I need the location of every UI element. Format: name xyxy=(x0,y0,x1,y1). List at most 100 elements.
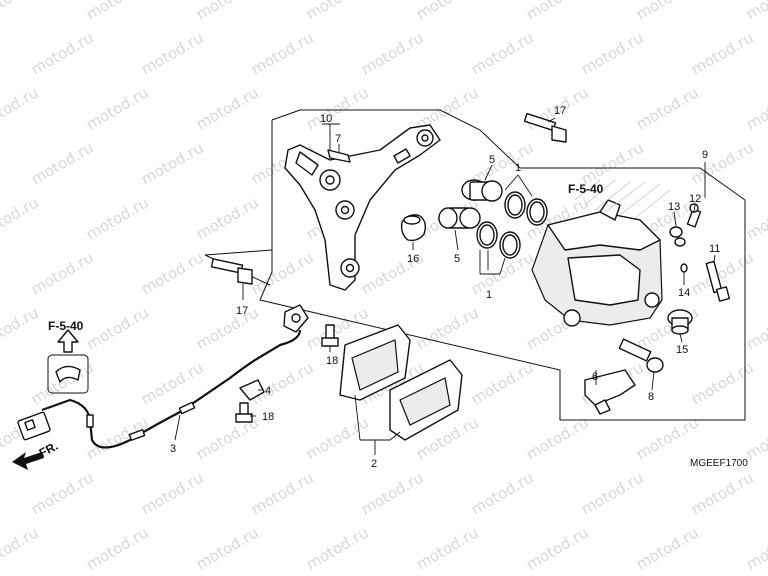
watermark-text: motod.ru xyxy=(468,248,537,298)
watermark-text: motod.ru xyxy=(28,28,97,78)
watermark-text: motod.ru xyxy=(413,523,482,573)
callout-6: 6 xyxy=(592,371,598,383)
caliper-bracket xyxy=(284,124,441,291)
caliper-body xyxy=(531,199,663,327)
watermark-text: motod.ru xyxy=(688,138,757,188)
watermark-text: motod.ru xyxy=(83,523,152,573)
bolt-18-upper xyxy=(321,324,339,347)
watermark-text: motod.ru xyxy=(138,28,207,78)
watermark-text: motod.ru xyxy=(578,468,647,518)
callout-8: 8 xyxy=(648,391,654,403)
callout-9: 9 xyxy=(702,149,708,161)
watermark-text: motod.ru xyxy=(633,523,702,573)
watermark-text: motod.ru xyxy=(413,303,482,353)
callout-5-upper: 5 xyxy=(489,154,495,166)
watermark-text: motod.ru xyxy=(83,303,152,353)
callout-3: 3 xyxy=(170,443,176,455)
watermark-text: motod.ru xyxy=(358,468,427,518)
callout-11: 11 xyxy=(709,243,720,255)
watermark-text: motod.ru xyxy=(138,468,207,518)
piston-seals xyxy=(476,191,548,259)
watermark-text: motod.ru xyxy=(633,413,702,463)
watermark-text: motod.ru xyxy=(468,358,537,408)
watermark-text: motod.ru xyxy=(0,0,42,23)
watermark-text: motod.ru xyxy=(193,0,262,23)
inset-clip xyxy=(47,354,89,394)
watermark-text: motod.ru xyxy=(358,28,427,78)
callout-1-upper: 1 xyxy=(515,162,521,174)
watermark-text: motod.ru xyxy=(633,0,702,23)
watermark-text: motod.ru xyxy=(193,303,262,353)
callout-2: 2 xyxy=(371,458,377,470)
callout-13: 13 xyxy=(668,201,680,213)
watermark-text: motod.ru xyxy=(743,83,768,133)
cable-clamp xyxy=(239,379,265,401)
watermark-text: motod.ru xyxy=(193,83,262,133)
watermark-text: motod.ru xyxy=(688,358,757,408)
wheel-speed-sensor xyxy=(283,304,309,333)
bracket-clip xyxy=(327,149,351,163)
pad-pin-bolt xyxy=(705,260,731,302)
watermark-text: motod.ru xyxy=(413,0,482,23)
watermark-text: motod.ru xyxy=(83,0,152,23)
watermark-text: motod.ru xyxy=(0,193,42,243)
bolt-lower xyxy=(210,258,253,285)
watermark-text: motod.ru xyxy=(743,413,768,463)
caliper-plug xyxy=(667,309,693,335)
watermark-text: motod.ru xyxy=(523,413,592,463)
watermark-text: motod.ru xyxy=(303,523,372,573)
sensor-cable xyxy=(41,329,302,449)
pad-spring xyxy=(584,369,636,415)
watermark-text: motod.ru xyxy=(743,523,768,573)
watermark-text: motod.ru xyxy=(28,138,97,188)
watermark-text: motod.ru xyxy=(688,28,757,78)
watermark-text: motod.ru xyxy=(523,523,592,573)
watermark-text: motod.ru xyxy=(468,468,537,518)
watermark-text: motod.ru xyxy=(0,523,42,573)
watermark-text: motod.ru xyxy=(688,468,757,518)
small-o-ring xyxy=(680,263,688,273)
watermark-text: motod.ru xyxy=(743,193,768,243)
hatch-area xyxy=(574,179,671,219)
watermark-text: motod.ru xyxy=(468,28,537,78)
watermark-text: motod.ru xyxy=(28,248,97,298)
watermark-text: motod.ru xyxy=(633,83,702,133)
diagram-code: MGEEF1700 xyxy=(690,458,748,469)
watermark-text: motod.ru xyxy=(248,468,317,518)
watermark-text: motod.ru xyxy=(0,303,42,353)
callout-16: 16 xyxy=(407,253,419,265)
watermark-text: motod.ru xyxy=(248,28,317,78)
bolt-upper xyxy=(523,112,567,143)
callout-18-lower: 18 xyxy=(262,411,274,423)
watermark-text: motod.ru xyxy=(0,83,42,133)
slide-pin xyxy=(618,338,664,373)
callout-14: 14 xyxy=(678,287,690,299)
watermark-text: motod.ru xyxy=(578,28,647,78)
callout-17-upper: 17 xyxy=(554,105,566,117)
watermark-text: motod.ru xyxy=(193,193,262,243)
bolt-18-lower xyxy=(235,402,253,423)
callout-labels: 10 7 17 5 1 5 1 16 9 12 13 11 14 15 8 6 … xyxy=(170,105,720,470)
piston-lower xyxy=(438,207,481,229)
ref-page-side: F-5-40 xyxy=(48,319,84,333)
pin-boot xyxy=(400,214,427,242)
watermark-text: motod.ru xyxy=(743,303,768,353)
watermark-text: motod.ru xyxy=(303,83,372,133)
watermark-text: motod.ru xyxy=(303,0,372,23)
watermark-text: motod.ru xyxy=(83,83,152,133)
leader-lines xyxy=(174,117,716,455)
watermark-text: motod.ru xyxy=(523,0,592,23)
piston-upper xyxy=(461,179,503,202)
callout-4: 4 xyxy=(265,385,271,397)
watermark-text: motod.ru xyxy=(138,138,207,188)
callout-5-lower: 5 xyxy=(454,253,460,265)
watermark-text: motod.ru xyxy=(193,523,262,573)
callout-1-lower: 1 xyxy=(486,289,492,301)
brake-pad-rear xyxy=(389,359,463,441)
callout-18-upper: 18 xyxy=(326,355,338,367)
callout-12: 12 xyxy=(689,193,701,205)
callout-10: 10 xyxy=(320,113,332,125)
brake-pad-front xyxy=(339,324,411,401)
watermark-text: motod.ru xyxy=(303,413,372,463)
